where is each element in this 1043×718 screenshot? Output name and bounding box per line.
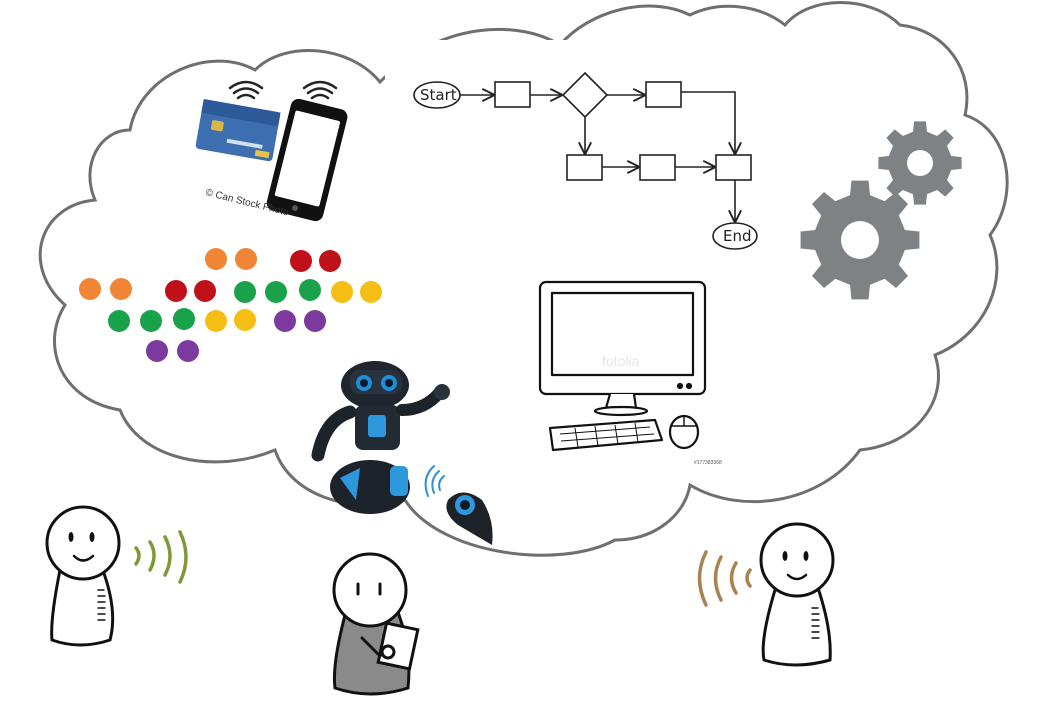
dot-green bbox=[234, 281, 256, 303]
end-node bbox=[712, 222, 758, 250]
mouse-icon bbox=[668, 414, 700, 450]
dot-green bbox=[299, 279, 321, 301]
dot-yellow bbox=[360, 281, 382, 303]
dot-purple bbox=[274, 310, 296, 332]
watermark: fotolia bbox=[602, 353, 640, 369]
credit-card bbox=[195, 99, 281, 162]
dot-purple bbox=[177, 340, 199, 362]
dot-green bbox=[108, 310, 130, 332]
small-gear bbox=[878, 121, 962, 205]
dot-green bbox=[173, 308, 195, 330]
sound-waves-icon bbox=[134, 530, 188, 584]
remote-signal-icon bbox=[424, 465, 445, 497]
dot-red bbox=[319, 250, 341, 272]
dot-green bbox=[140, 310, 162, 332]
colored-dots bbox=[79, 248, 382, 362]
robot-icon bbox=[311, 361, 493, 545]
keyboard bbox=[548, 418, 664, 452]
large-gear bbox=[800, 180, 920, 300]
dot-red bbox=[290, 250, 312, 272]
dot-red bbox=[194, 280, 216, 302]
person-left-speaking bbox=[45, 505, 121, 647]
nfc-waves-icon bbox=[228, 80, 338, 100]
dot-orange bbox=[235, 248, 257, 270]
process-box-2 bbox=[645, 81, 682, 108]
process-box-1 bbox=[494, 81, 531, 108]
dot-red bbox=[165, 280, 187, 302]
dot-yellow bbox=[205, 310, 227, 332]
stock-id: #177383368 bbox=[694, 460, 722, 466]
start-label: Start bbox=[420, 86, 457, 104]
dot-purple bbox=[304, 310, 326, 332]
dot-orange bbox=[110, 278, 132, 300]
dot-yellow bbox=[331, 281, 353, 303]
flowchart: Start End bbox=[385, 40, 775, 260]
remote-control-icon bbox=[446, 492, 493, 545]
dot-purple bbox=[146, 340, 168, 362]
end-label: End bbox=[723, 227, 752, 245]
dot-green bbox=[265, 281, 287, 303]
person-right-speaking bbox=[759, 522, 835, 667]
process-box-5 bbox=[715, 154, 752, 181]
sound-waves-icon bbox=[697, 550, 752, 607]
gears-icon bbox=[800, 121, 962, 300]
dot-orange bbox=[205, 248, 227, 270]
smartphone-icon bbox=[266, 98, 348, 222]
dot-yellow bbox=[234, 309, 256, 331]
process-box-3 bbox=[566, 154, 603, 181]
person-middle-taking-notes bbox=[332, 552, 420, 696]
clipboard-icon bbox=[360, 621, 420, 671]
process-box-4 bbox=[639, 154, 676, 181]
desktop-computer-icon bbox=[538, 280, 707, 452]
dot-orange bbox=[79, 278, 101, 300]
